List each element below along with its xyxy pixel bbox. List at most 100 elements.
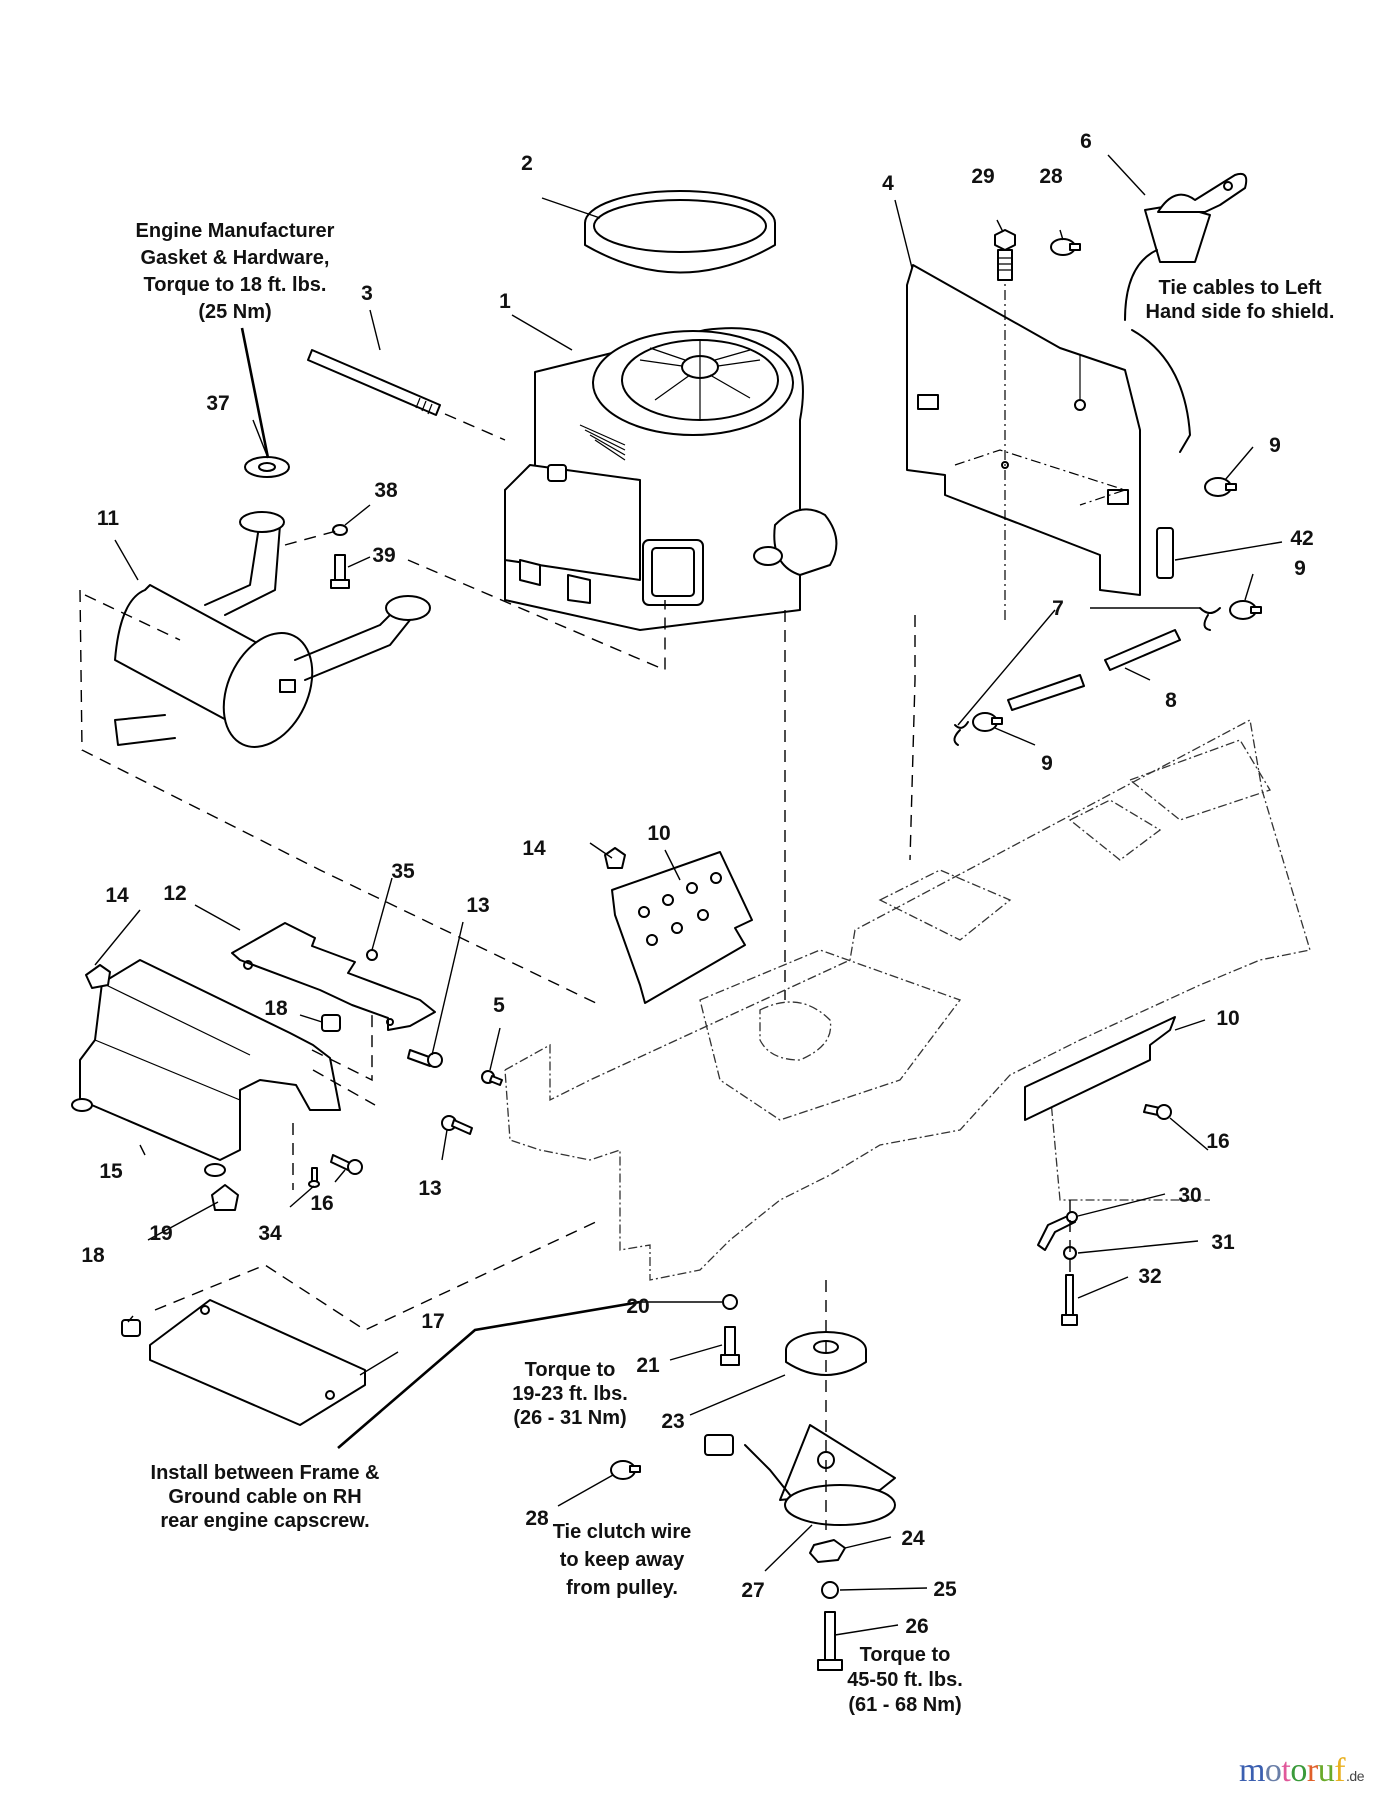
svg-text:rear engine capscrew.: rear engine capscrew. — [160, 1510, 369, 1532]
clip-part-19[interactable] — [211, 1184, 239, 1211]
svg-text:Tie clutch wire: Tie clutch wire — [553, 1521, 692, 1543]
callout-32: 32 — [1138, 1265, 1161, 1288]
callout-12: 12 — [163, 882, 186, 905]
pto-clutch-part-27[interactable] — [704, 1424, 896, 1526]
note-torque-26: Torque to 45-50 ft. lbs. (61 - 68 Nm) — [847, 1644, 963, 1716]
callout-1: 1 — [499, 290, 511, 313]
leader-lines — [94, 154, 1283, 1636]
heat-shield-part-10-upper[interactable] — [611, 851, 753, 1004]
callout-13-lower: 13 — [418, 1177, 441, 1200]
callout-16-right: 16 — [1206, 1130, 1229, 1153]
cable-tie-part-28-top[interactable] — [1050, 238, 1081, 256]
note-ground-cable: Install between Frame & Ground cable on … — [151, 1462, 380, 1532]
watermark-letter: f — [1334, 1752, 1346, 1789]
callout-6: 6 — [1080, 130, 1092, 153]
callout-42: 42 — [1290, 527, 1313, 550]
tube-part-8[interactable] — [1007, 629, 1181, 711]
heat-shield-part-10-lower[interactable] — [1024, 1016, 1176, 1121]
throttle-control-part-6[interactable] — [1124, 172, 1248, 453]
bolt-part-29[interactable] — [994, 229, 1016, 281]
note-torque-21: Torque to 19-23 ft. lbs. (26 - 31 Nm) — [512, 1359, 628, 1429]
callout-9-upper: 9 — [1269, 434, 1281, 457]
screw-part-34[interactable] — [308, 1167, 320, 1188]
callout-10-lower: 10 — [1216, 1007, 1239, 1030]
callout-26: 26 — [905, 1615, 928, 1638]
callout-4: 4 — [882, 172, 894, 195]
shield-part-4[interactable] — [906, 264, 1141, 620]
note-engine-gasket: Engine Manufacturer Gasket & Hardware, T… — [136, 220, 335, 323]
heat-shield-part-12[interactable] — [231, 922, 436, 1031]
nut-part-24[interactable] — [809, 1539, 846, 1563]
cable-tie-part-9-middle[interactable] — [1229, 600, 1262, 620]
svg-text:(61 - 68 Nm): (61 - 68 Nm) — [848, 1694, 961, 1716]
callout-14-upper: 14 — [522, 837, 546, 860]
clip-part-14-upper[interactable] — [604, 847, 626, 869]
callout-27: 27 — [741, 1579, 764, 1602]
callout-20: 20 — [626, 1295, 649, 1318]
bracket-part-17[interactable] — [149, 1299, 366, 1426]
callout-17: 17 — [421, 1310, 444, 1333]
clip-part-14-left[interactable] — [85, 964, 111, 989]
callout-38: 38 — [374, 479, 398, 502]
callout-24: 24 — [901, 1527, 925, 1550]
frame — [504, 719, 1311, 1281]
bolt-part-16-left[interactable] — [330, 1154, 363, 1175]
nut-part-35[interactable] — [366, 949, 378, 961]
bolt-part-16-right[interactable] — [1143, 1104, 1172, 1120]
svg-text:Torque to 18 ft. lbs.: Torque to 18 ft. lbs. — [144, 274, 327, 296]
svg-text:Gasket & Hardware,: Gasket & Hardware, — [141, 247, 330, 269]
svg-text:from pulley.: from pulley. — [566, 1577, 678, 1599]
heat-shield-part-15[interactable] — [71, 959, 341, 1177]
callout-29: 29 — [971, 165, 994, 188]
svg-text:Hand side fo shield.: Hand side fo shield. — [1146, 301, 1335, 323]
clip-part-7-left[interactable] — [953, 721, 969, 746]
bolt-part-5[interactable] — [481, 1070, 503, 1086]
cable-tie-part-9-lower[interactable] — [972, 712, 1003, 732]
svg-text:Torque to: Torque to — [525, 1359, 616, 1381]
stud-part-3[interactable] — [307, 349, 506, 441]
grommet-part-42[interactable] — [1156, 527, 1174, 579]
cable-tie-part-28-lower[interactable] — [610, 1460, 641, 1480]
washer-part-38[interactable] — [332, 524, 348, 536]
svg-text:Torque to: Torque to — [860, 1644, 951, 1666]
callout-7: 7 — [1052, 597, 1064, 620]
lock-washer-part-20[interactable] — [722, 1294, 738, 1310]
callout-5: 5 — [493, 994, 505, 1017]
engine-part-1[interactable] — [504, 327, 838, 631]
bolt-part-21[interactable] — [720, 1326, 740, 1366]
clip-part-18-lower[interactable] — [121, 1319, 141, 1337]
bolt-part-26[interactable] — [817, 1611, 843, 1671]
callout-18-upper: 18 — [264, 997, 288, 1020]
band-part-2[interactable] — [584, 190, 776, 274]
clip-part-18-upper[interactable] — [321, 1014, 341, 1032]
muffler-part-11[interactable] — [114, 511, 431, 761]
watermark-letter: r — [1306, 1752, 1318, 1789]
callout-8: 8 — [1165, 689, 1177, 712]
callout-35: 35 — [391, 860, 415, 883]
svg-text:Tie cables to Left: Tie cables to Left — [1158, 277, 1321, 299]
callout-31: 31 — [1211, 1231, 1235, 1254]
ground-cable-part-30[interactable] — [1037, 1211, 1078, 1251]
callout-34: 34 — [258, 1222, 282, 1245]
washer-part-25[interactable] — [821, 1581, 839, 1599]
bolt-part-32[interactable] — [1061, 1274, 1078, 1326]
svg-text:19-23 ft. lbs.: 19-23 ft. lbs. — [512, 1383, 628, 1405]
capscrew-part-13-lower[interactable] — [441, 1115, 473, 1135]
svg-text:(26 - 31 Nm): (26 - 31 Nm) — [513, 1407, 626, 1429]
note-tie-clutch: Tie clutch wire to keep away from pulley… — [553, 1521, 692, 1599]
clip-part-7-right[interactable] — [1199, 607, 1221, 631]
callout-9-middle: 9 — [1294, 557, 1306, 580]
bolt-part-39[interactable] — [330, 554, 350, 589]
svg-text:to keep away: to keep away — [560, 1549, 685, 1571]
svg-text:45-50 ft. lbs.: 45-50 ft. lbs. — [847, 1669, 963, 1691]
cable-tie-part-9-upper[interactable] — [1204, 477, 1237, 497]
note-tie-cables: Tie cables to Left Hand side fo shield. — [1146, 277, 1335, 323]
callout-39: 39 — [372, 544, 395, 567]
capscrew-part-13-upper[interactable] — [407, 1049, 443, 1068]
gasket-part-37[interactable] — [244, 456, 290, 478]
callout-21: 21 — [636, 1354, 660, 1377]
callout-13-upper: 13 — [466, 894, 489, 917]
callout-37: 37 — [206, 392, 229, 415]
callout-15: 15 — [99, 1160, 123, 1183]
callout-3: 3 — [361, 282, 373, 305]
